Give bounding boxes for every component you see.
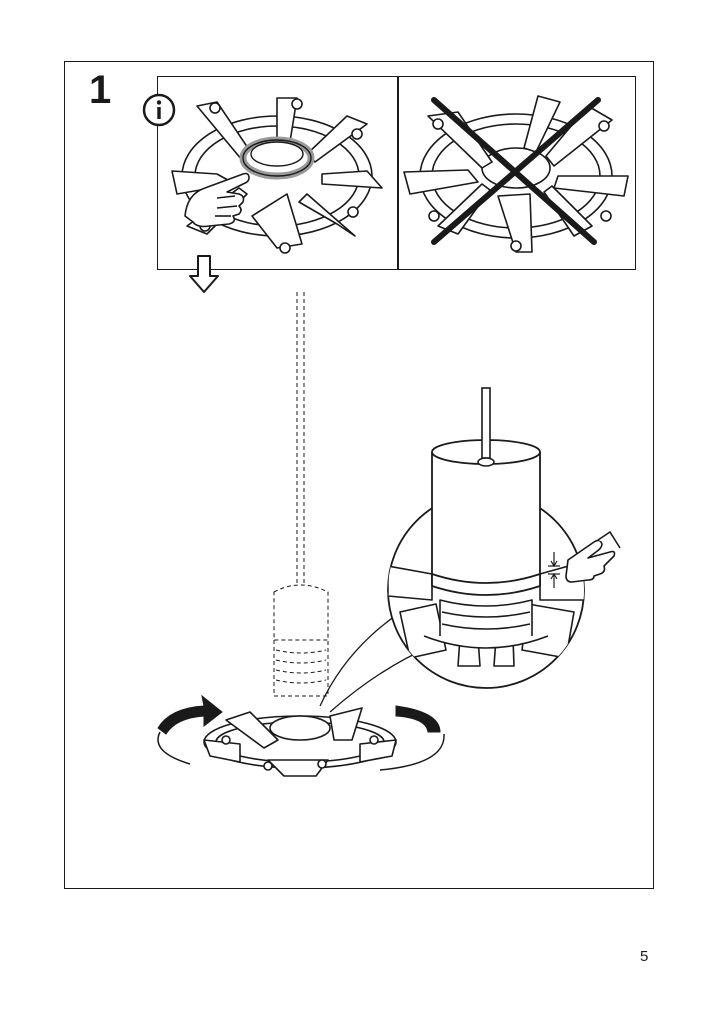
spider-ring-correct xyxy=(171,97,383,254)
down-arrow-icon xyxy=(189,255,219,293)
spider-ring-incorrect xyxy=(403,95,629,253)
lamp-cord xyxy=(477,387,495,467)
dashed-cord xyxy=(296,292,305,585)
pointing-hand-icon xyxy=(184,172,250,228)
step-number: 1 xyxy=(89,68,112,112)
rotate-arrow-icon xyxy=(157,694,445,771)
spider-ring xyxy=(203,707,397,777)
dashed-socket xyxy=(273,584,329,697)
info-icon xyxy=(142,93,176,127)
page-number: 5 xyxy=(640,948,649,965)
pointing-hand-icon xyxy=(565,531,621,583)
instruction-frame xyxy=(64,61,654,889)
gap-indicator xyxy=(548,552,560,588)
lamp-cylinder xyxy=(431,439,541,596)
info-panel-divider xyxy=(397,76,399,270)
cross-out-icon xyxy=(431,97,601,245)
